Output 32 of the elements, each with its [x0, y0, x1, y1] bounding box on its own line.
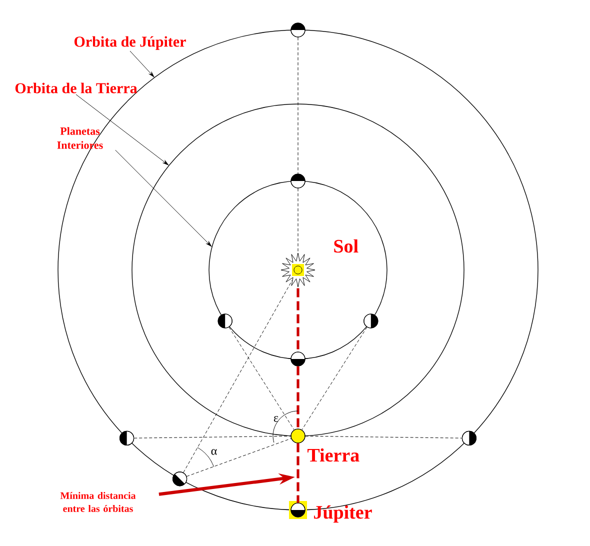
planet-symbol: [120, 430, 134, 446]
callout-text: Orbita de la Tierra: [15, 82, 138, 94]
construction-line: [186, 438, 292, 477]
construction-line: [228, 326, 294, 430]
callout-text: Mínima distancia entre las órbitas: [60, 492, 136, 512]
planet-label: Júpiter: [314, 505, 372, 523]
planet-symbol: [364, 314, 378, 328]
planet-label: Sol: [334, 239, 358, 253]
construction-line: [305, 436, 462, 438]
leader-arrow: [115, 150, 212, 247]
distance-line: [296, 366, 300, 429]
construction-line: [183, 280, 293, 473]
construction-line: [134, 436, 291, 438]
orbit-circle: [132, 104, 464, 436]
leader-arrow: [130, 50, 154, 78]
distance-line: [296, 288, 300, 352]
planet-symbol: [218, 314, 232, 328]
angle-label: ε: [274, 416, 278, 422]
sun-symbol: [280, 252, 316, 288]
planet-label: Tierra: [308, 448, 360, 462]
planet-symbol: [172, 472, 188, 486]
planet-symbol: [290, 22, 306, 38]
planet-symbol: [290, 352, 306, 366]
distance-line: [296, 443, 300, 503]
orbit-circle: [208, 180, 388, 360]
angle-label: α: [211, 449, 217, 455]
planet-symbol: [290, 174, 306, 188]
leader-arrow: [76, 94, 169, 166]
planet-symbol: [290, 428, 306, 444]
construction-line: [302, 326, 368, 430]
callout-text: Orbita de Júpiter: [74, 36, 186, 50]
planet-symbol: [462, 430, 476, 446]
